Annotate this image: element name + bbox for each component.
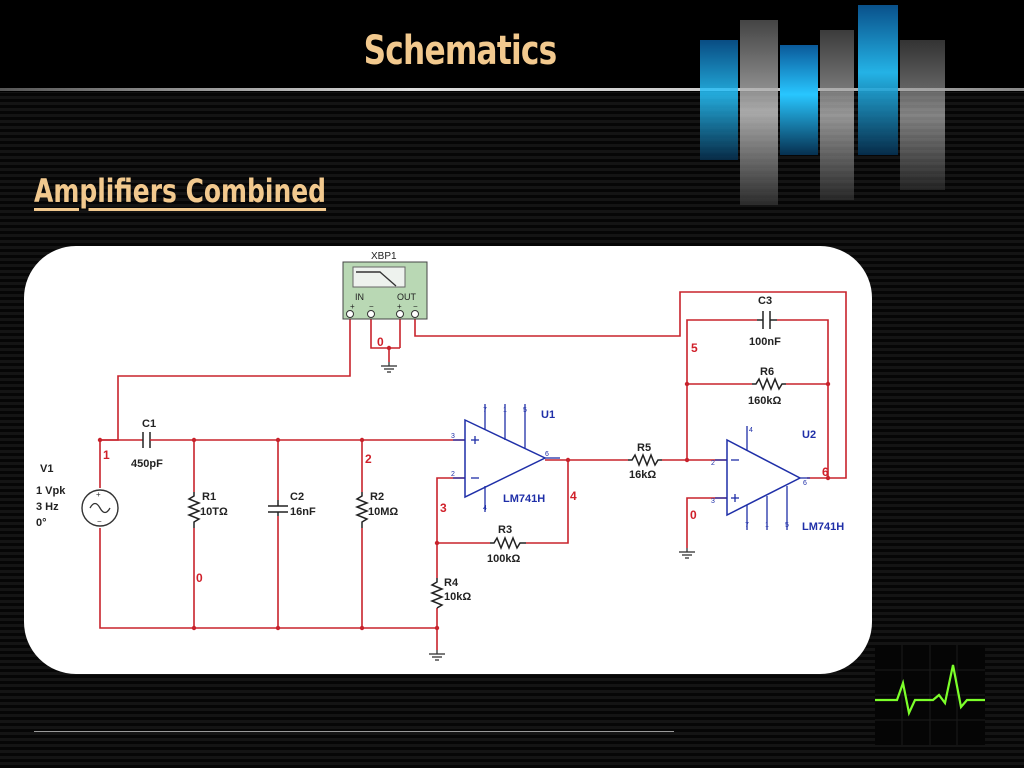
r1-value: 10TΩ: [200, 506, 228, 518]
c2-name: C2: [290, 491, 304, 503]
node-6: 6: [822, 465, 829, 479]
v1-name: V1: [40, 463, 53, 475]
v1-amplitude: 1 Vpk: [36, 485, 66, 497]
u2-pin-6: 6: [803, 480, 807, 487]
r1-name: R1: [202, 491, 216, 503]
globe-strips-decoration: [700, 5, 945, 205]
u1-part: LM741H: [503, 493, 545, 505]
component-labels: C1 450pF R1 10TΩ C2 16nF R2 10MΩ R3 100k…: [131, 295, 781, 603]
bode-plotter-xbp1: IN OUT + − + − XBP1: [342, 251, 428, 320]
slide-title: Schematics: [363, 28, 558, 74]
node-labels: 0 1 2 0 3 4 5 6 0: [103, 335, 829, 585]
r6-value: 160kΩ: [748, 395, 781, 407]
r3-name: R3: [498, 524, 512, 536]
u1-pin-4: 4: [483, 505, 487, 512]
svg-text:+: +: [397, 302, 402, 311]
u2-part: LM741H: [802, 521, 844, 533]
ecg-heartbeat-icon: [875, 645, 985, 745]
node-0-plotter: 0: [377, 335, 384, 349]
u1-pin-3: 3: [451, 433, 455, 440]
u1-pin-7: 7: [483, 407, 487, 414]
u2-pin-3: 3: [711, 498, 715, 505]
v1-frequency: 3 Hz: [36, 501, 59, 513]
svg-text:+: +: [96, 490, 101, 499]
wires: [99, 291, 847, 650]
node-2: 2: [365, 452, 372, 466]
r4-name: R4: [444, 577, 459, 589]
r4-value: 10kΩ: [444, 591, 471, 603]
r3-value: 100kΩ: [487, 553, 520, 565]
node-0-bottom: 0: [196, 571, 203, 585]
ac-source-icon: + −: [81, 489, 119, 527]
u2-pin-1: 1: [765, 522, 769, 529]
junctions: [97, 345, 831, 631]
svg-text:−: −: [413, 302, 418, 311]
xbp1-name: XBP1: [371, 251, 397, 262]
r2-value: 10MΩ: [368, 506, 398, 518]
node-0-u2: 0: [690, 508, 697, 522]
v1-phase: 0°: [36, 517, 47, 529]
component-symbols: [142, 311, 786, 609]
c1-name: C1: [142, 418, 156, 430]
section-heading: Amplifiers Combined: [34, 172, 327, 210]
u1-pin-5: 5: [523, 407, 527, 414]
r5-value: 16kΩ: [629, 469, 656, 481]
r2-name: R2: [370, 491, 384, 503]
u2-pin-2: 2: [711, 460, 715, 467]
r6-name: R6: [760, 366, 774, 378]
c2-value: 16nF: [290, 506, 316, 518]
u1-pin-1: 1: [503, 407, 507, 414]
title-divider: [0, 88, 1024, 91]
op-amp-u2: 4 2 3 6 7 1 5 U2 LM741H: [711, 426, 844, 533]
op-amp-u1: 7 1 5 3 2 4 6 U1 LM741H: [451, 404, 560, 512]
r5-name: R5: [637, 442, 651, 454]
c1-value: 450pF: [131, 458, 163, 470]
u1-pin-2: 2: [451, 471, 455, 478]
ground-icon: [381, 362, 695, 661]
node-3: 3: [440, 501, 447, 515]
c3-name: C3: [758, 295, 772, 307]
svg-text:+: +: [350, 302, 355, 311]
node-5: 5: [691, 341, 698, 355]
node-4: 4: [570, 489, 577, 503]
c3-value: 100nF: [749, 336, 781, 348]
u1-pin-6: 6: [545, 451, 549, 458]
u2-pin-4: 4: [749, 427, 753, 434]
xbp1-out-label: OUT: [397, 292, 417, 302]
node-1: 1: [103, 448, 110, 462]
footer-divider: [34, 731, 674, 732]
u1-name: U1: [541, 409, 555, 421]
u2-pin-5: 5: [785, 522, 789, 529]
svg-text:−: −: [97, 517, 102, 526]
u2-pin-7: 7: [745, 522, 749, 529]
svg-text:−: −: [369, 302, 374, 311]
xbp1-in-label: IN: [355, 292, 364, 302]
u2-name: U2: [802, 429, 816, 441]
